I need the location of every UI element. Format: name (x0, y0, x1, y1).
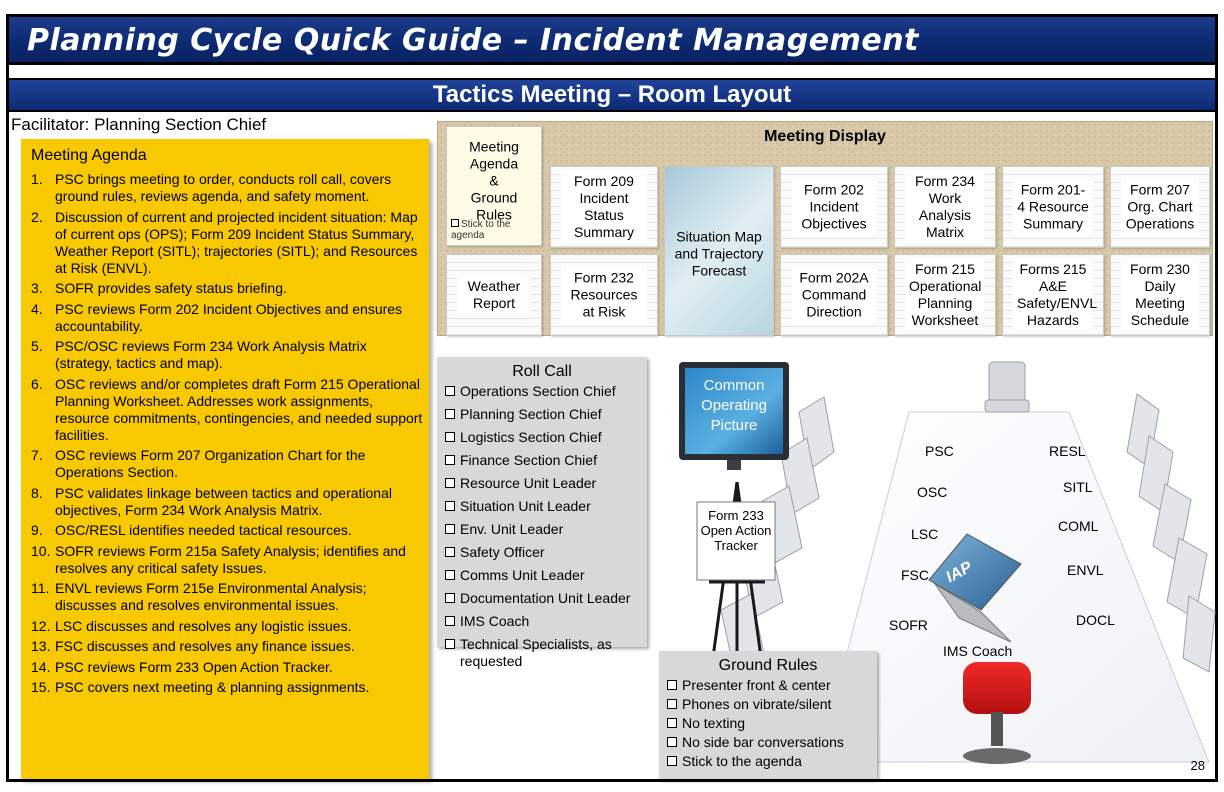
agenda-item: 4.PSC reviews Form 202 Incident Objectiv… (31, 300, 403, 334)
agenda-item: 11.ENVL reviews Form 215e Environmental … (31, 580, 367, 613)
checkbox-icon (445, 478, 455, 488)
form-202a-card: Form 202A Command Direction (780, 254, 888, 336)
checkbox-icon (445, 409, 455, 419)
agenda-item: 2.Discussion of current and projected in… (31, 208, 418, 276)
roll-call-item: Finance Section Chief (445, 452, 639, 469)
roll-call-item: Resource Unit Leader (445, 475, 639, 492)
roll-call-item: Planning Section Chief (445, 406, 639, 423)
agenda-item: 6.OSC reviews and/or completes draft For… (31, 375, 423, 443)
roll-call-item: Technical Specialists, as requested (445, 636, 639, 670)
ground-rules-title: Ground Rules (718, 657, 818, 674)
checkbox-icon (445, 524, 455, 534)
form-230-card: Form 230 Daily Meeting Schedule (1110, 254, 1210, 336)
seat-label-right: RESL (1049, 443, 1086, 459)
checkbox-icon (667, 680, 677, 690)
ground-rule-item: No side bar conversations (667, 734, 869, 751)
slide-frame: Planning Cycle Quick Guide – Incident Ma… (6, 14, 1218, 782)
roll-call-title: Roll Call (512, 363, 572, 380)
agenda-item: 5.PSC/OSC reviews Form 234 Work Analysis… (31, 338, 367, 371)
page-number: 28 (1190, 758, 1205, 773)
agenda-item: 1.PSC brings meeting to order, conducts … (31, 171, 392, 204)
seat-label-left: OSC (917, 484, 948, 500)
common-operating-picture-label: Common Operating Picture (701, 377, 767, 434)
agenda-item: 15.PSC covers next meeting & planning as… (31, 679, 370, 695)
meeting-agenda-panel: Meeting Agenda 1.PSC brings meeting to o… (21, 139, 429, 779)
agenda-item: 7.OSC reviews Form 207 Organization Char… (31, 447, 366, 480)
ground-rule-item: No texting (667, 715, 869, 732)
form-201-4-card: Form 201-4 Resource Summary (1002, 166, 1104, 248)
roll-call-item: Logistics Section Chief (445, 429, 639, 446)
ground-rule-item: Presenter front & center (667, 677, 869, 694)
facilitator-label: Facilitator: Planning Section Chief (11, 115, 267, 134)
agenda-item: 3.SOFR provides safety status briefing. (31, 280, 287, 296)
form-234-card: Form 234 Work Analysis Matrix (894, 166, 996, 248)
seat-label-right: DOCL (1076, 612, 1115, 628)
roll-call-item: Situation Unit Leader (445, 498, 639, 515)
agenda-item: 12.LSC discusses and resolves any logist… (31, 617, 352, 634)
ground-rule-item: Phones on vibrate/silent (667, 696, 869, 713)
checkbox-icon (445, 616, 455, 626)
form-207-card: Form 207 Org. Chart Operations (1110, 166, 1210, 248)
checkbox-icon (445, 455, 455, 465)
ims-coach-label: IMS Coach (943, 643, 1013, 659)
checkbox-icon (445, 593, 455, 603)
ground-rules-list: Presenter front & center Phones on vibra… (667, 677, 869, 770)
ground-rule-item: Stick to the agenda (667, 753, 869, 770)
agenda-item: 10.SOFR reviews Form 215a Safety Analysi… (31, 542, 406, 576)
agenda-item: 8.PSC validates linkage between tactics … (31, 484, 392, 518)
agenda-list: 1.PSC brings meeting to order, conducts … (31, 171, 423, 696)
seat-label-left: PSC (925, 443, 954, 459)
seat-label-right: ENVL (1067, 562, 1104, 578)
agenda-rules-card: Meeting Agenda & Ground Rules Stick to t… (446, 126, 542, 246)
seat-label-left: SOFR (889, 617, 928, 633)
ground-rules-panel: Ground Rules Presenter front & center Ph… (659, 651, 877, 779)
checkbox-icon (445, 639, 455, 649)
roll-call-item: Documentation Unit Leader (445, 590, 639, 607)
form-233-tracker-label: Form 233 Open Action Tracker (700, 508, 772, 553)
roll-call-item: Safety Officer (445, 544, 639, 561)
roll-call-panel: Roll Call Operations Section Chief Plann… (437, 357, 647, 669)
page-title: Planning Cycle Quick Guide – Incident Ma… (27, 23, 919, 58)
section-title: Tactics Meeting – Room Layout (432, 81, 792, 108)
roll-call-item: Comms Unit Leader (445, 567, 639, 584)
agenda-item: 14.PSC reviews Form 233 Open Action Trac… (31, 658, 333, 675)
weather-report-card: Weather Report (446, 254, 542, 336)
situation-map-card: Situation Map and Trajectory Forecast (664, 166, 774, 336)
checkbox-icon (667, 756, 677, 766)
checkbox-icon (445, 386, 455, 396)
roll-call-list: Operations Section Chief Planning Sectio… (445, 383, 639, 670)
agenda-title: Meeting Agenda (31, 147, 147, 164)
agenda-item: 9.OSC/RESL identifies needed tactical re… (31, 522, 352, 538)
agenda-item: 13.FSC discusses and resolves any financ… (31, 638, 355, 654)
checkbox-icon (445, 501, 455, 511)
seat-label-right: SITL (1063, 479, 1093, 495)
title-bar: Planning Cycle Quick Guide – Incident Ma… (9, 17, 1215, 65)
form-232-card: Form 232 Resources at Risk (550, 254, 658, 336)
roll-call-item: Env. Unit Leader (445, 521, 639, 538)
checkbox-icon (445, 432, 455, 442)
checkbox-icon (445, 570, 455, 580)
checkbox-icon (667, 737, 677, 747)
seat-label-left: LSC (911, 526, 939, 542)
checkbox-icon (667, 699, 677, 709)
room-illustration (679, 361, 1216, 764)
subtitle-bar: Tactics Meeting – Room Layout (9, 78, 1215, 112)
stick-to-agenda-note: Stick to the agenda (451, 219, 511, 241)
form-209-card: Form 209 Incident Status Summary (550, 166, 658, 248)
display-title: Meeting Display (764, 128, 886, 145)
seat-label-left: FSC (901, 567, 929, 583)
checkbox-icon (667, 718, 677, 728)
roll-call-item: IMS Coach (445, 613, 639, 630)
form-202-card: Form 202 Incident Objectives (780, 166, 888, 248)
seat-label-right: COML (1058, 518, 1099, 534)
meeting-display-board: Meeting Display Meeting Agenda & Ground … (437, 121, 1213, 336)
room-layout: Common Operating Picture Form 233 Open A… (649, 342, 1217, 782)
checkbox-icon (445, 547, 455, 557)
forms-215-ae-card: Forms 215 A&E Safety/ENVL Hazards (1002, 254, 1104, 336)
roll-call-item: Operations Section Chief (445, 383, 639, 400)
form-215-card: Form 215 Operational Planning Worksheet (894, 254, 996, 336)
